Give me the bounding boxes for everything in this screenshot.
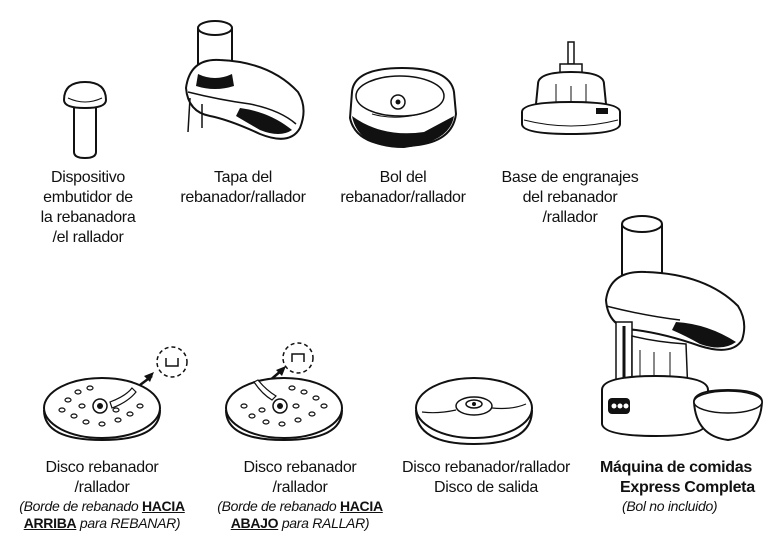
lid-illustration	[184, 20, 305, 140]
caption-line: Máquina de comidas	[600, 459, 752, 476]
gear-base-caption: Base de engranajes del rebanador /rallad…	[490, 168, 650, 228]
caption-line: del rebanador	[522, 189, 618, 206]
bowl-caption: Bol del rebanador/rallador	[330, 168, 476, 208]
caption-line: rebanador/rallador	[180, 189, 306, 206]
caption-line: rebanador/rallador	[340, 189, 466, 206]
note-text: (Borde de rebanado	[217, 498, 340, 514]
caption-line: Bol del	[379, 169, 427, 186]
note-emphasis: ARRIBA	[23, 515, 77, 531]
caption-line: /rallador	[74, 479, 130, 496]
orientation-note: ABAJO para RALLAR)	[200, 515, 400, 532]
note-emphasis: ABAJO	[230, 515, 279, 531]
machine-caption: Máquina de comidas Express Completa (Bol…	[600, 458, 763, 515]
orientation-note: (Borde de rebanado HACIA	[0, 498, 204, 515]
caption-line: Disco rebanador/rallador	[401, 459, 570, 476]
bowl-illustration	[348, 66, 458, 148]
caption-line: /rallador	[272, 479, 328, 496]
note-text: para REBANAR)	[76, 515, 181, 531]
caption-line: embutidor de	[43, 189, 133, 206]
disc-slice-illustration	[43, 346, 188, 442]
machine-note: (Bol no incluido)	[622, 498, 718, 514]
caption-line: Disco de salida	[433, 479, 538, 496]
machine-illustration	[601, 215, 763, 442]
caption-line: la rebanadora	[40, 209, 136, 226]
note-text: (Borde de rebanado	[19, 498, 142, 514]
orientation-note: ARRIBA para REBANAR)	[0, 515, 204, 532]
caption-line: Disco rebanador	[243, 459, 357, 476]
note-text: para RALLAR)	[278, 515, 370, 531]
pusher-caption: Dispositivo embutidor de la rebanadora /…	[24, 168, 152, 248]
caption-line: Dispositivo	[50, 169, 126, 186]
caption-line: /el rallador	[52, 229, 124, 246]
note-emphasis: HACIA	[339, 498, 383, 514]
output-disc-illustration	[415, 377, 533, 446]
disc-grate-illustration	[225, 342, 343, 442]
caption-line: Disco rebanador	[45, 459, 159, 476]
disc-slice-caption: Disco rebanador /rallador (Borde de reba…	[0, 458, 204, 532]
disc-grate-caption: Disco rebanador /rallador (Borde de reba…	[200, 458, 400, 532]
orientation-note: (Borde de rebanado HACIA	[200, 498, 400, 515]
output-disc-caption: Disco rebanador/rallador Disco de salida	[388, 458, 584, 498]
caption-line: /rallador	[542, 209, 598, 226]
caption-line: Express Completa	[620, 479, 755, 496]
caption-line: Tapa del	[213, 169, 273, 186]
note-emphasis: HACIA	[141, 498, 185, 514]
lid-caption: Tapa del rebanador/rallador	[168, 168, 318, 208]
caption-line: Base de engranajes	[501, 169, 639, 186]
gear-base-illustration	[521, 41, 621, 136]
pusher-illustration	[62, 80, 108, 160]
